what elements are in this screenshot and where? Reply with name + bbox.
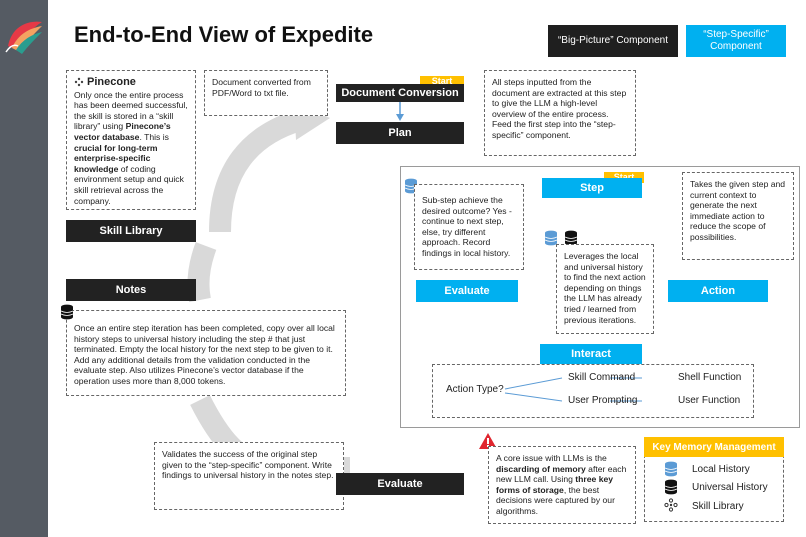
step-note: Takes the given step and current context… — [682, 172, 794, 260]
shell-function-label: Shell Function — [678, 372, 742, 383]
legend-big-picture: “Big-Picture” Component — [548, 25, 678, 57]
pinecone-icon — [664, 498, 678, 512]
memory-text-b: discarding of memory — [496, 463, 586, 474]
evaluate-step-note: Sub-step achieve the desired outcome? Ye… — [414, 184, 524, 270]
memory-text-e: , the best decisions were captured by ou… — [496, 484, 615, 516]
user-prompting-label: User Prompting — [568, 395, 638, 406]
pinecone-icon — [74, 78, 84, 87]
skill-text-a: Only once the entire process has been de… — [74, 89, 188, 132]
skill-library-note: Pinecone Only once the entire process ha… — [66, 70, 196, 210]
arrow-down-icon — [396, 102, 404, 121]
skill-text-d: crucial for long-term enterprise-specifi… — [74, 142, 158, 174]
action-note-text: Leverages the local and universal histor… — [564, 251, 646, 325]
plan-note: All steps inputted from the document are… — [484, 70, 636, 156]
action-node: Action — [668, 280, 768, 302]
memory-text-d: three key forms of storage — [496, 474, 614, 495]
page-title: End-to-End View of Expedite — [74, 22, 374, 47]
key-memory-local: Local History — [692, 464, 750, 475]
pinecone-brand: Pinecone — [74, 77, 188, 88]
memory-note: A core issue with LLMs is the discarding… — [488, 446, 636, 524]
step-node: Step — [542, 178, 642, 198]
evaluate-step-node: Evaluate — [416, 280, 518, 302]
skill-command-label: Skill Command — [568, 372, 636, 383]
universal-history-icon — [664, 479, 678, 495]
action-note: Leverages the local and universal histor… — [556, 244, 654, 334]
key-memory-title: Key Memory Management — [644, 437, 784, 457]
notes-note-text: Once an entire step iteration has been c… — [74, 323, 335, 386]
evaluate-step-note-text: Sub-step achieve the desired outcome? Ye… — [422, 195, 512, 258]
local-history-icon — [664, 461, 678, 477]
skill-text-c: . This is — [139, 131, 169, 142]
action-type-label: Action Type? — [446, 384, 504, 395]
universal-history-icon — [60, 304, 74, 320]
evaluate-big-node: Evaluate — [336, 473, 464, 495]
notes-node: Notes — [66, 279, 196, 301]
interact-node: Interact — [540, 344, 642, 364]
logo-icon — [5, 21, 42, 54]
memory-text-c: after each new LLM call. Using — [496, 463, 627, 485]
document-note-text: Document converted from PDF/Word to txt … — [212, 77, 311, 98]
user-function-label: User Function — [678, 395, 741, 406]
evaluate-big-note-text: Validates the success of the original st… — [162, 449, 334, 481]
document-conversion-node: Document Conversion — [336, 84, 464, 102]
notes-note: Once an entire step iteration has been c… — [66, 310, 346, 396]
legend-step-specific: “Step-Specific” Component — [686, 25, 786, 57]
local-history-icon — [544, 230, 558, 246]
document-note: Document converted from PDF/Word to txt … — [204, 70, 328, 116]
memory-text-a: A core issue with LLMs is the — [496, 453, 607, 463]
step-note-text: Takes the given step and current context… — [690, 179, 786, 242]
start-tag-document: Start — [420, 76, 464, 87]
sidebar — [0, 0, 48, 537]
plan-note-text: All steps inputted from the document are… — [492, 77, 627, 140]
plan-node: Plan — [336, 122, 464, 144]
skill-text-b: Pinecone’s vector database — [74, 121, 171, 142]
interact-box — [432, 364, 754, 418]
key-memory-skill: Skill Library — [692, 501, 744, 512]
pinecone-label: Pinecone — [87, 76, 136, 88]
evaluate-big-note: Validates the success of the original st… — [154, 442, 344, 510]
skill-text-e: of coding environment setup and quick sk… — [74, 163, 184, 206]
interact-connectors — [504, 377, 642, 402]
start-tag-step: Start — [604, 172, 644, 183]
key-memory-universal: Universal History — [692, 482, 768, 493]
skill-library-node: Skill Library — [66, 220, 196, 242]
